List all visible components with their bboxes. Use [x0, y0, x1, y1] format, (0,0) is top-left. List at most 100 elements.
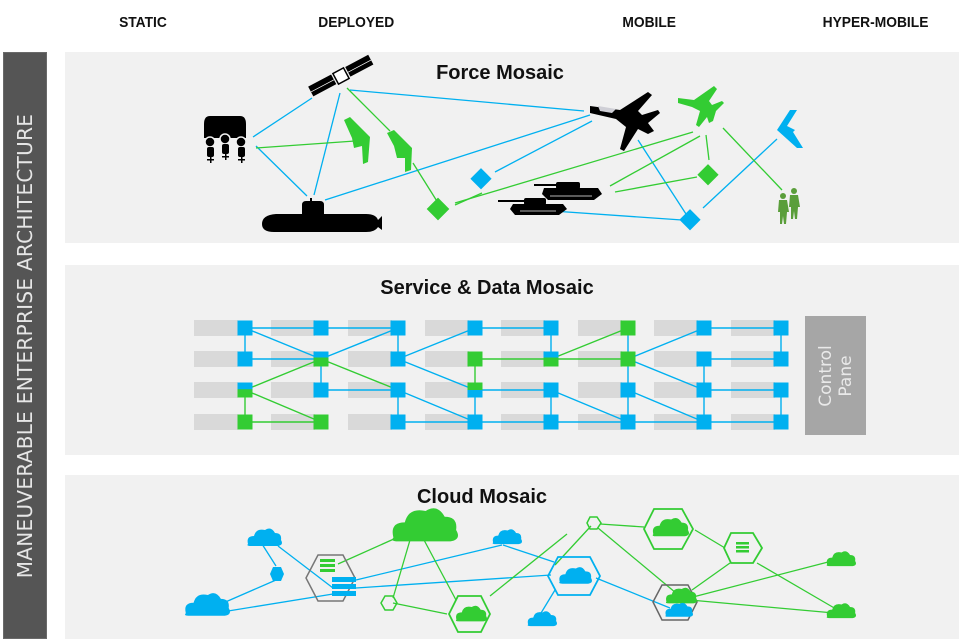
uav-flying-wing-icon [387, 130, 412, 172]
link [614, 176, 698, 193]
link [722, 127, 783, 191]
cloud-icon [665, 602, 693, 617]
control-pane: Control Pane [805, 316, 866, 435]
column-header-hyper-mobile: HYPER-MOBILE [822, 14, 929, 31]
uav-flying-wing-icon [777, 110, 803, 148]
service-node [237, 414, 253, 430]
service-node [390, 382, 406, 398]
service-node [696, 320, 712, 336]
service-link [397, 358, 476, 391]
tanks-icon [498, 182, 602, 215]
service-node [467, 414, 483, 430]
service-link [627, 358, 705, 391]
cloud-icon [492, 529, 522, 545]
cloud-icon [559, 567, 592, 584]
service-link [320, 358, 399, 391]
service-node [543, 382, 559, 398]
link [692, 560, 833, 598]
column-header-static: STATIC [119, 14, 167, 31]
link [392, 539, 411, 599]
service-lane-bar [348, 414, 392, 430]
service-link [627, 389, 705, 423]
service-node-overlay [313, 351, 329, 358]
service-link [627, 327, 705, 360]
soldiers-icon [778, 188, 800, 224]
service-node [313, 320, 329, 336]
service-node [237, 351, 253, 367]
service-link [397, 327, 476, 360]
link [392, 602, 448, 615]
link [346, 87, 391, 132]
link [252, 97, 313, 138]
hexagon-frame [447, 595, 492, 633]
force-links [252, 87, 783, 221]
link [324, 114, 591, 201]
service-node [773, 382, 789, 398]
link [702, 138, 778, 209]
service-lane-bar [425, 320, 469, 336]
cloud-icon [392, 508, 458, 542]
hexagon-frame [652, 584, 698, 621]
service-lane-bar [194, 320, 238, 336]
service-link [244, 389, 322, 423]
link [552, 210, 683, 221]
service-lane-bar [578, 382, 622, 398]
cloud-icon [826, 551, 856, 567]
service-node [620, 414, 636, 430]
service-node [696, 351, 712, 367]
service-node [390, 414, 406, 430]
link [756, 562, 837, 610]
link [261, 543, 277, 567]
service-lane-bar [578, 320, 622, 336]
cloud-icon [652, 517, 689, 537]
server-stack-icon [320, 559, 335, 572]
service-node [620, 351, 636, 367]
fighter-jet-icon [590, 92, 660, 151]
service-lane-bar [194, 382, 238, 398]
cloud-icon [455, 605, 487, 622]
node-hexagon-icon [270, 567, 284, 581]
service-node [696, 414, 712, 430]
link [349, 89, 585, 112]
service-node [543, 414, 559, 430]
link [502, 544, 555, 563]
server-stack-icon [736, 542, 749, 553]
ground-station-icon [204, 116, 247, 163]
service-link [550, 327, 629, 360]
service-node-overlay [237, 389, 253, 398]
service-node [620, 320, 636, 336]
service-node [773, 414, 789, 430]
link [599, 523, 645, 528]
column-header-deployed: DEPLOYED [318, 14, 395, 31]
service-node [543, 320, 559, 336]
service-node [696, 382, 712, 398]
cloud-links [213, 523, 837, 619]
link [494, 120, 593, 173]
service-lane-bar [271, 382, 315, 398]
service-node [313, 382, 329, 398]
architecture-sidebar: MANEUVERABLE ENTERPRISE ARCHITECTURE [3, 52, 47, 639]
service-link [397, 389, 476, 423]
link [423, 539, 457, 601]
satellite-icon [308, 54, 374, 97]
link [637, 139, 687, 215]
service-lane-bar [425, 382, 469, 398]
service-node-overlay [543, 351, 559, 358]
column-header-mobile: MOBILE [622, 14, 677, 31]
cloud-icon [185, 593, 230, 616]
service-link [320, 327, 399, 360]
relay-node-icon [697, 164, 719, 186]
link [454, 131, 694, 204]
service-lane-bar [425, 351, 469, 367]
node-hexagon-icon [380, 595, 398, 611]
link [221, 593, 334, 613]
cloud-icon [527, 611, 557, 627]
force-mosaic-title: Force Mosaic [436, 62, 564, 84]
service-node [313, 414, 329, 430]
service-lane-bar [654, 320, 698, 336]
service-node [390, 320, 406, 336]
node-hexagon-icon [586, 516, 602, 530]
link [412, 162, 441, 207]
